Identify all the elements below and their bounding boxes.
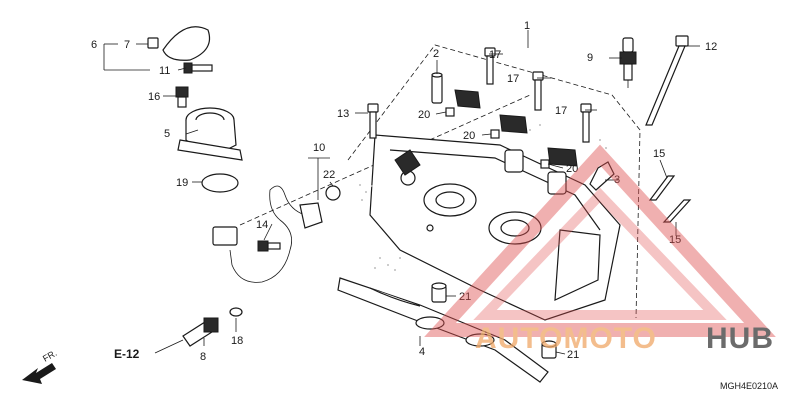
watermark-brand-left: AUTOMOTO	[475, 322, 657, 355]
callout-21b: 21	[567, 349, 579, 361]
callout-1: 1	[524, 20, 530, 32]
diagram-code: MGH4E0210A	[720, 381, 778, 391]
watermark-brand-right: HUB	[706, 322, 774, 355]
callout-13: 13	[337, 108, 349, 120]
warning-triangle-logo	[424, 144, 776, 337]
insulator-bolt-16	[175, 86, 189, 108]
callout-9: 9	[587, 52, 593, 64]
dowel-pin-lower	[541, 340, 557, 359]
reference-label: E-12	[114, 347, 140, 361]
cylinder-head	[369, 134, 621, 321]
band-clamp	[147, 26, 211, 61]
callout-15a: 15	[653, 148, 665, 160]
callout-labels: 1 2 3 4 5 6 7 8 9 10 11 12 13 14 15 15 1…	[91, 20, 717, 363]
stud-bolt-15b	[662, 199, 692, 223]
holder-20c	[547, 147, 578, 167]
front-arrow-icon	[22, 363, 56, 384]
long-stud-bolt	[645, 35, 689, 126]
callout-21a: 21	[459, 291, 471, 303]
callout-5: 5	[164, 128, 170, 140]
callout-15b: 15	[669, 234, 681, 246]
callout-8: 8	[200, 351, 206, 363]
callout-10: 10	[313, 142, 325, 154]
callout-12: 12	[705, 41, 717, 53]
callout-17a: 17	[489, 49, 501, 61]
callout-18: 18	[231, 335, 243, 347]
callout-20c: 20	[566, 163, 578, 175]
washer-22	[325, 185, 341, 201]
callout-17c: 17	[555, 105, 567, 117]
callout-3: 3	[614, 174, 620, 186]
callout-22: 22	[323, 169, 335, 181]
callout-4: 4	[419, 346, 425, 358]
callout-17b: 17	[507, 73, 519, 85]
clamp-screw	[183, 62, 213, 74]
head-gasket	[337, 277, 549, 383]
callout-20a: 20	[418, 109, 430, 121]
callout-7: 7	[124, 39, 130, 51]
assembly-outline	[347, 44, 641, 319]
callout-19: 19	[176, 177, 188, 189]
holder-20b	[499, 114, 528, 134]
temp-sensor	[182, 317, 219, 347]
oil-pipe	[431, 72, 443, 104]
o-ring	[201, 173, 239, 193]
guide-pin	[589, 161, 615, 191]
leader-lines	[103, 30, 700, 355]
bolt-14	[257, 240, 281, 252]
callout-14: 14	[256, 219, 268, 231]
assembly-guide-line	[239, 94, 531, 226]
stud-bolt-15a	[648, 175, 676, 201]
intake-insulator	[177, 107, 243, 161]
spark-plug	[619, 37, 637, 88]
bolt-17b	[532, 71, 544, 111]
callout-11: 11	[159, 65, 170, 77]
callout-6: 6	[91, 39, 97, 51]
sensor-wire	[212, 185, 323, 283]
collar-20c	[540, 159, 550, 169]
holder-20a	[454, 89, 481, 109]
collar-20a	[445, 107, 455, 117]
callout-20b: 20	[463, 130, 475, 142]
dowel-pin-upper	[431, 282, 447, 303]
bolt-13	[367, 103, 379, 139]
front-marker-label: FR.	[41, 348, 59, 364]
callout-2: 2	[433, 48, 439, 60]
collar-20b	[490, 129, 500, 139]
washer-18	[229, 307, 243, 317]
callout-16: 16	[148, 91, 160, 103]
stipple-area	[359, 124, 607, 271]
automotohub-watermark: AUTOMOTO HUB	[424, 144, 776, 355]
